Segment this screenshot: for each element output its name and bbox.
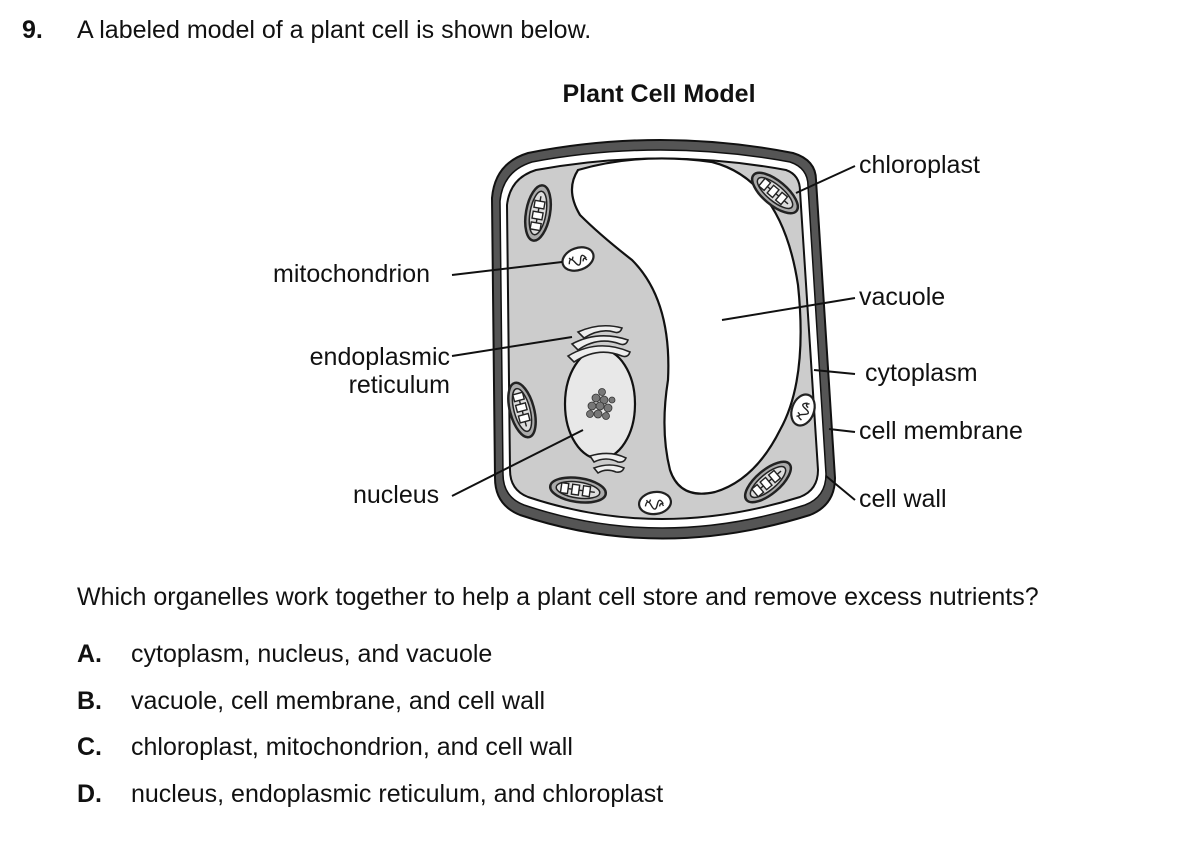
label-chloroplast: chloroplast bbox=[859, 151, 980, 179]
choice-c-text: chloroplast, mitochondrion, and cell wal… bbox=[131, 733, 573, 761]
label-nucleus: nucleus bbox=[353, 481, 440, 509]
choice-b-letter: B. bbox=[77, 686, 102, 715]
choice-c-letter: C. bbox=[77, 733, 102, 761]
choice-d-letter: D. bbox=[77, 779, 102, 808]
label-endoplasmic-line2: reticulum bbox=[348, 371, 450, 399]
figure-title-text: Plant Cell Model bbox=[562, 80, 756, 108]
label-cell-wall: cell wall bbox=[859, 485, 947, 513]
label-mitochondrion: mitochondrion bbox=[273, 260, 431, 288]
choice-d-text: nucleus, endoplasmic reticulum, and chlo… bbox=[131, 779, 664, 808]
vacuole bbox=[570, 157, 802, 495]
label-cytoplasm: cytoplasm bbox=[865, 359, 978, 387]
label-endoplasmic-line1: endoplasmic bbox=[309, 343, 450, 371]
figure-title: Plant Cell Model bbox=[0, 80, 1198, 109]
question-number: 9. bbox=[22, 16, 43, 44]
choice-b-text: vacuole, cell membrane, and cell wall bbox=[131, 686, 546, 715]
label-cell-membrane: cell membrane bbox=[859, 417, 1023, 445]
nucleolus bbox=[586, 388, 616, 420]
choice-a-text: cytoplasm, nucleus, and vacuole bbox=[131, 640, 493, 668]
question-prompt: Which organelles work together to help a… bbox=[77, 583, 1039, 611]
endoplasmic-reticulum-shape bbox=[566, 324, 631, 475]
choice-a-letter: A. bbox=[77, 640, 102, 668]
question-stem: A labeled model of a plant cell is shown… bbox=[77, 16, 592, 44]
leader-lines bbox=[451, 165, 856, 501]
label-endoplasmic-reticulum: endoplasmic reticulum bbox=[292, 343, 450, 399]
label-vacuole: vacuole bbox=[859, 283, 946, 311]
